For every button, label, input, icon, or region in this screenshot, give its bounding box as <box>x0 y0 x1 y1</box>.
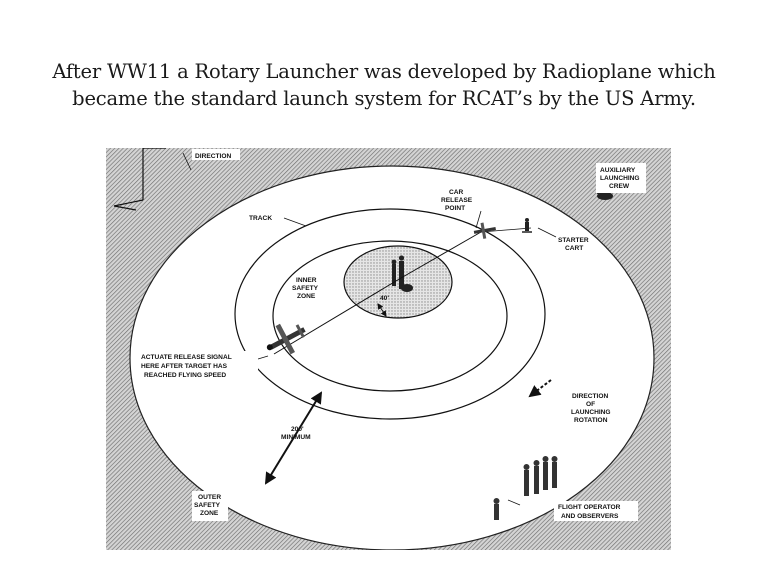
label-inner-2: SAFETY <box>292 285 319 292</box>
label-dir-3: LAUNCHING <box>571 409 611 416</box>
label-outer-safety-zone: OUTER SAFETY ZONE <box>192 491 228 521</box>
label-flight-2: AND OBSERVERS <box>561 513 619 520</box>
label-inner-safety-zone: INNER SAFETY ZONE <box>292 277 319 300</box>
label-aux-2: LAUNCHING <box>600 175 640 182</box>
label-minimum: 200' MINIMUM <box>281 426 311 441</box>
label-starter-cart: STARTER CART <box>558 237 589 252</box>
leader-lines <box>182 152 557 506</box>
label-min-2: MINIMUM <box>281 434 311 441</box>
label-actuate-3: REACHED FLYING SPEED <box>144 372 226 379</box>
label-actuate-1: ACTUATE RELEASE SIGNAL <box>141 354 232 361</box>
label-inner-1: INNER <box>296 277 317 284</box>
inner-safety-zone <box>343 245 453 319</box>
label-actuate-release: ACTUATE RELEASE SIGNAL HERE AFTER TARGET… <box>138 351 258 381</box>
label-wind-direction-text: DIRECTION <box>195 153 232 160</box>
release-path-tail <box>480 227 532 233</box>
center-launcher-figures <box>391 255 413 292</box>
label-min-1: 200' <box>291 426 304 433</box>
label-outer-3: ZONE <box>200 510 219 517</box>
flight-operator-figures <box>493 456 558 520</box>
label-aux-1: AUXILIARY <box>600 167 636 174</box>
slide-title: After WW11 a Rotary Launcher was develop… <box>0 58 768 112</box>
label-car-3: POINT <box>445 205 465 212</box>
label-car-release-point: CAR RELEASE POINT <box>441 189 473 212</box>
slide-title-line-1: After WW11 a Rotary Launcher was develop… <box>52 60 716 83</box>
label-wind-direction: DIRECTION <box>192 149 240 160</box>
label-flight-operator: FLIGHT OPERATOR AND OBSERVERS <box>554 501 638 521</box>
track-inner-ring <box>272 240 508 392</box>
label-outer-1: OUTER <box>198 494 221 501</box>
wind-tower <box>113 148 166 211</box>
label-dir-2: OF <box>586 401 595 408</box>
label-actuate-2: HERE AFTER TARGET HAS <box>141 363 228 370</box>
label-dir-4: ROTATION <box>574 417 608 424</box>
label-inner-3: ZONE <box>297 293 316 300</box>
label-outer-2: SAFETY <box>194 502 221 509</box>
diagram-svg: DIRECTION AUXILIARY LAUNCHING CREW CAR R… <box>106 148 671 550</box>
outer-safety-zone-field <box>129 165 655 550</box>
rotary-launcher-diagram: DIRECTION AUXILIARY LAUNCHING CREW CAR R… <box>106 148 671 550</box>
track-outer-ring <box>234 208 546 420</box>
target-aircraft-launch <box>266 323 306 355</box>
release-path-line <box>400 231 482 279</box>
target-aircraft-release <box>473 222 496 239</box>
label-aux-3: CREW <box>609 183 630 190</box>
minimum-distance-arrow <box>264 391 323 485</box>
rotation-direction-arrow <box>528 379 552 398</box>
label-direction-rotation: DIRECTION OF LAUNCHING ROTATION <box>571 393 611 424</box>
starter-cart-figure <box>522 218 532 233</box>
label-starter-2: CART <box>565 245 583 252</box>
rotary-arm <box>273 277 402 355</box>
label-flight-1: FLIGHT OPERATOR <box>558 504 621 511</box>
label-angle: 40' <box>380 295 389 302</box>
slide-title-line-2: became the standard launch system for RC… <box>72 87 696 110</box>
label-auxiliary-crew: AUXILIARY LAUNCHING CREW <box>596 163 646 193</box>
label-track: TRACK <box>249 215 272 222</box>
label-car-1: CAR <box>449 189 464 196</box>
label-dir-1: DIRECTION <box>572 393 609 400</box>
label-car-2: RELEASE <box>441 197 473 204</box>
label-starter-1: STARTER <box>558 237 589 244</box>
radius-dimension-arrow <box>377 303 387 317</box>
